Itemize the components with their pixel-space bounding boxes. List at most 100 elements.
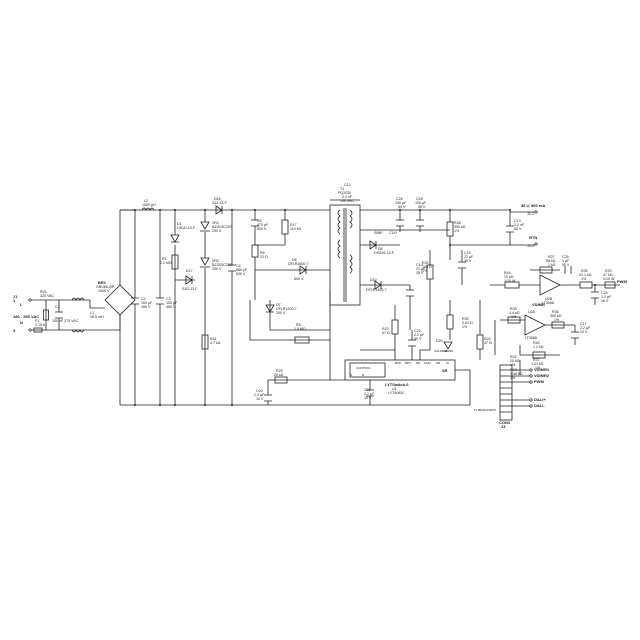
c3-volt: 450 V [166, 305, 176, 309]
capacitor-c24 [591, 291, 599, 299]
c2-label: C2 [141, 297, 146, 301]
r20-value: 47 kΩ [603, 273, 613, 277]
wire-u1-ground [329, 360, 471, 405]
c26-volt: 50 V [398, 205, 406, 209]
r37-value: 1.21 kΩ [531, 362, 544, 366]
capacitor-c20 [264, 394, 272, 402]
snb-label: SNB* [374, 231, 383, 235]
r43-tol: 1% [510, 376, 516, 380]
fuse-f1 [33, 327, 43, 333]
u2a-label: U2A [528, 310, 536, 314]
zener-d20 [443, 341, 453, 352]
r39-value: 1.4 kΩ [509, 311, 520, 315]
r6-label: R6 [260, 251, 265, 255]
d1-value: US1D-13-F [177, 226, 196, 230]
pwm-output-label: PWM [617, 279, 627, 284]
c21-value: 2.2 µF [364, 392, 375, 396]
junction [254, 209, 256, 211]
diode-d17 [185, 275, 193, 285]
vin-label: 180 - 265 VAC [13, 314, 39, 319]
u1-is-pin: IS [446, 361, 449, 365]
c19-label: C19 [464, 251, 471, 255]
u1-gnd-pin: GND [424, 361, 432, 365]
output-pin-return [534, 242, 538, 246]
br1-volt: 1000 V [98, 289, 110, 293]
r39-wire [494, 319, 525, 355]
u1-fb-pin: FB [416, 361, 420, 365]
c24-label: C24 [601, 291, 608, 295]
r42-tol: 1% [510, 363, 516, 367]
r1-label: R1 [162, 257, 167, 261]
r23-label: R23 [382, 327, 389, 331]
r36-tol: 1% [554, 318, 560, 322]
j1-pin3-label: 3 [13, 328, 16, 333]
t1-value: PQ2020 [338, 191, 351, 195]
opamp-u2b [539, 274, 561, 296]
c12-volt: 250 VAC [340, 199, 355, 203]
zener-vr2 [200, 257, 210, 268]
r17-value: 110 kΩ [290, 227, 302, 231]
conn-pwm-pin [529, 380, 533, 384]
c20-label: C20 [256, 389, 263, 393]
u1-sr-pin: SR [436, 361, 441, 365]
r5-value: 1.5 MΩ [294, 327, 306, 331]
d10-label: D10 [370, 278, 377, 282]
c25-value: 1 µF [562, 259, 570, 263]
input-stage: J1 1 3 180 - 265 VAC N L F1 3.15 A RV1 3… [13, 209, 136, 405]
d17-label: D17 [186, 269, 193, 273]
c22-value: 2.2 µF [414, 333, 425, 337]
resistor-r28 [446, 221, 454, 237]
u1-name: LYTSwitch-6 [385, 382, 409, 387]
vr1-volt: 200 V [212, 229, 222, 233]
junction [174, 209, 176, 211]
c10-label: C10 [416, 263, 423, 267]
c10-volt: 35 V [416, 271, 424, 275]
transformer-t1: T1 PQ2020 C12 2.2 nF 250 VAC [329, 183, 361, 306]
junction [399, 209, 401, 211]
connector-con1-pins [500, 369, 512, 413]
conn-vdimr1-label: VDIMR1 [534, 367, 550, 372]
c3-value: 100 µF [166, 301, 178, 305]
r24-value: 47 Ω [484, 341, 492, 345]
r39-tol: 1% [511, 315, 517, 319]
r44-value: 10 kΩ [504, 275, 514, 279]
r35-tol: 1% [581, 277, 587, 281]
inductor-l2 [141, 207, 155, 211]
d10-value: DFLR1400-7 [366, 288, 387, 292]
d6-label: D6 [292, 258, 297, 262]
connector-con1-body [499, 364, 513, 421]
output-pin-positive [534, 210, 538, 214]
dimming-connector: VDIMR1 VDIMR2 PWM DALI+ DALI- CON1 J3 [499, 364, 550, 429]
r37-tol: 1% [535, 366, 541, 370]
d7-label: D7 [276, 303, 281, 307]
d16-label: D16 [214, 197, 221, 201]
c20-value: 2.2 µF [254, 393, 265, 397]
j1-pin1-label: 1 [13, 298, 16, 303]
vr2-volt: 200 V [212, 267, 222, 271]
r43-value: 1.48 kΩ [510, 372, 523, 376]
d16-value: S1J-13-F [212, 201, 228, 205]
capacitor-c5 [251, 219, 259, 227]
r28-label: R28 [454, 221, 461, 225]
c2-value: 100 µF [141, 301, 153, 305]
d10-wire [360, 284, 411, 330]
resistor-r39 [507, 316, 521, 324]
u1-s-pin: S [350, 373, 352, 377]
r1-value: 2.2 MΩ [160, 261, 172, 265]
junction [231, 404, 233, 406]
conn-dali-plus-pin [529, 398, 533, 402]
r5-wire [249, 300, 330, 341]
c21-label: C21 [364, 388, 371, 392]
r36-label: R36 [552, 310, 559, 314]
r35-value: 31.1 kΩ [579, 273, 592, 277]
j1-pin-3 [28, 328, 32, 332]
c17-volt: 10 V [580, 330, 588, 334]
l1-value: 16.5 mH [90, 315, 104, 319]
vdimr-label: VDIMR [532, 302, 545, 307]
output-voltage-label: 36 V, 800 mA [521, 203, 545, 208]
c4-label: C4 [236, 264, 241, 268]
j1-pin-1 [28, 298, 32, 302]
rtn-label: RTN [529, 235, 537, 240]
conn-vdimr2-label: VDIMR2 [534, 373, 550, 378]
